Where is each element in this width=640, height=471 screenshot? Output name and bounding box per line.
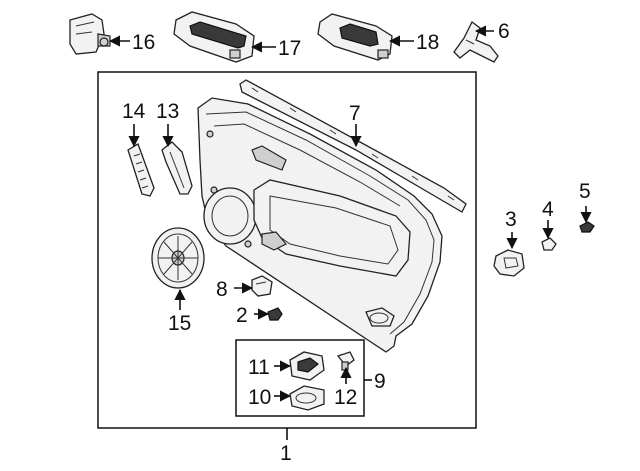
callout-14: 14 <box>122 100 146 123</box>
part-13-trim-strip <box>161 141 193 195</box>
callout-12: 12 <box>334 386 357 409</box>
callout-11: 11 <box>248 356 270 379</box>
part-18-window-switch <box>317 13 393 61</box>
callout-13: 13 <box>156 100 179 123</box>
part-6-bracket <box>453 21 499 63</box>
part-2-screw <box>267 307 283 321</box>
callout-6: 6 <box>498 20 510 43</box>
callout-1: 1 <box>280 442 292 465</box>
part-10-cup <box>289 385 325 411</box>
part-17-window-switch <box>173 11 255 63</box>
part-8-clip <box>251 275 273 297</box>
part-3-cover <box>493 249 525 277</box>
part-5-screw <box>579 221 595 233</box>
callout-7: 7 <box>349 102 361 125</box>
subassembly-frame-9 <box>235 339 365 417</box>
door-trim-panel <box>197 97 443 353</box>
callout-10: 10 <box>248 386 271 409</box>
callout-17: 17 <box>278 37 301 60</box>
callout-3: 3 <box>505 208 517 231</box>
callout-18: 18 <box>416 31 439 54</box>
part-14-grille-trim <box>127 143 155 197</box>
callout-15: 15 <box>168 312 191 335</box>
callout-2: 2 <box>236 304 248 327</box>
part-12-pin <box>336 351 355 371</box>
part-4-clip <box>541 237 557 251</box>
callout-5: 5 <box>579 180 591 203</box>
callout-16: 16 <box>132 31 155 54</box>
callout-8: 8 <box>216 278 228 301</box>
callout-9: 9 <box>374 370 386 393</box>
part-11-bezel <box>289 351 325 381</box>
part-15-speaker <box>151 227 205 289</box>
part-16-sensor <box>69 13 111 55</box>
callout-4: 4 <box>542 198 554 221</box>
